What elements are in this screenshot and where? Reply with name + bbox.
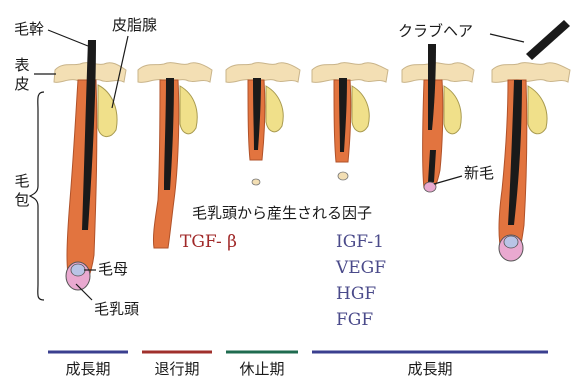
sebaceous-gland xyxy=(352,86,369,132)
hair-matrix xyxy=(504,236,518,248)
epidermis-strips xyxy=(54,63,570,83)
sebaceous-gland xyxy=(444,86,461,134)
dermal-papilla xyxy=(338,172,348,180)
leader-hair-shaft xyxy=(48,30,88,46)
follicle-bracket xyxy=(30,92,44,300)
follicle-stage-anagen-late xyxy=(499,20,570,261)
sebaceous-gland xyxy=(528,86,547,134)
factor-vegf: VEGF xyxy=(336,260,386,277)
epidermis-strip-5 xyxy=(402,63,474,83)
factor-tgf-beta: TGF- β xyxy=(180,234,237,251)
follicle-stage-telogen xyxy=(248,78,283,185)
label-sebaceous-gland: 皮脂腺 xyxy=(112,18,157,33)
hair-matrix xyxy=(71,264,85,276)
phase-label-anagen-2: 成長期 xyxy=(312,362,548,377)
sebaceous-gland xyxy=(180,86,197,134)
epidermis-strip-4 xyxy=(312,63,388,83)
label-dermal-papilla: 毛乳頭 xyxy=(94,302,139,317)
leader-club-hair xyxy=(490,34,524,42)
club-hair xyxy=(526,20,570,60)
sebaceous-gland xyxy=(266,86,283,132)
follicle-stage-early-anagen xyxy=(334,78,369,180)
label-follicle: 毛包 xyxy=(14,172,30,210)
phase-label-telogen: 休止期 xyxy=(226,362,298,377)
factor-fgf: FGF xyxy=(336,312,386,329)
label-hair-matrix: 毛母 xyxy=(98,262,128,277)
phase-label-anagen: 成長期 xyxy=(48,362,128,377)
factors-title: 毛乳頭から産生される因子 xyxy=(192,206,372,221)
label-club-hair: クラブヘア xyxy=(398,24,473,39)
factor-igf-1: IGF-1 xyxy=(336,234,386,251)
follicle-stage-catagen xyxy=(153,78,197,248)
phase-label-catagen: 退行期 xyxy=(142,362,212,377)
epidermis-strip-6 xyxy=(492,63,570,83)
label-hair-shaft: 毛幹 xyxy=(14,22,44,37)
factor-hgf: HGF xyxy=(336,286,386,303)
label-epidermis: 表皮 xyxy=(14,56,30,94)
sebaceous-gland xyxy=(98,85,117,137)
label-new-hair: 新毛 xyxy=(464,166,494,181)
growth-factor-list: IGF-1 VEGF HGF FGF xyxy=(336,234,386,329)
dermal-papilla xyxy=(252,179,260,185)
epidermis-strip-3 xyxy=(226,63,300,83)
epidermis-strip-2 xyxy=(138,63,212,83)
